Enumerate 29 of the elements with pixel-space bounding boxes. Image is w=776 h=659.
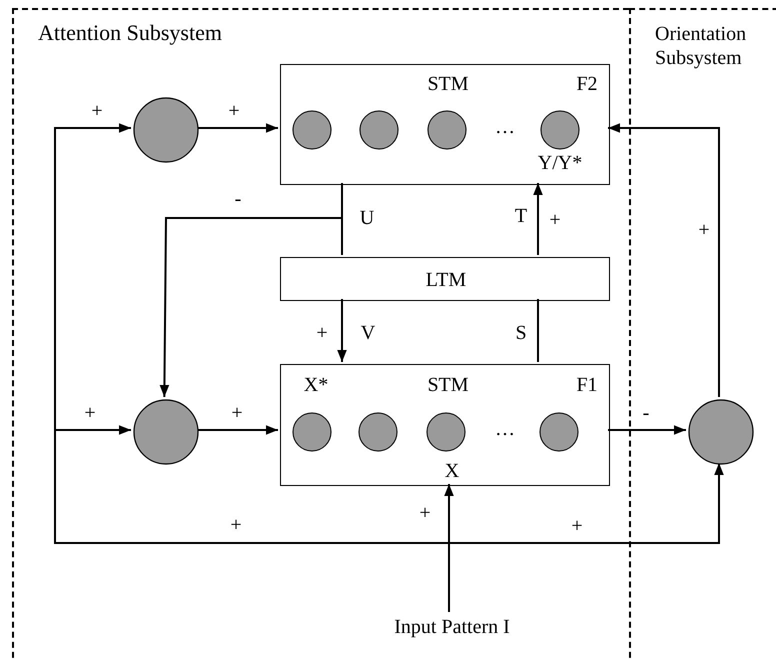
region-title: Orientation Subsystem [655,22,748,70]
arrow [337,299,347,362]
layer-box [280,364,610,486]
layer-label: … [495,117,515,137]
filled-circle-node [133,399,199,465]
layer-label: STM [427,74,469,94]
layer-label: F1 [576,375,598,395]
layer-label: F2 [576,74,598,94]
arrow [160,183,343,397]
memory-box [280,257,610,301]
arrow [608,123,720,397]
arrow [448,463,724,612]
layer-label: STM [427,375,469,395]
arrow [197,123,278,133]
input-label: Input Pattern I [394,617,510,637]
layer-label: Y/Y* [538,153,582,173]
layer-label: X* [304,375,328,395]
arrow [197,425,278,435]
arrow [533,183,543,255]
subsystem-region [12,8,629,659]
layer-label: X [444,461,460,481]
filled-circle-node [688,399,754,465]
arrow [608,425,686,435]
filled-circle-node [133,97,199,163]
layer-label: LTM [426,270,466,290]
layer-label: … [495,419,515,439]
layer-box [280,64,610,185]
region-title: Attention Subsystem [38,22,222,44]
subsystem-region [629,8,776,659]
